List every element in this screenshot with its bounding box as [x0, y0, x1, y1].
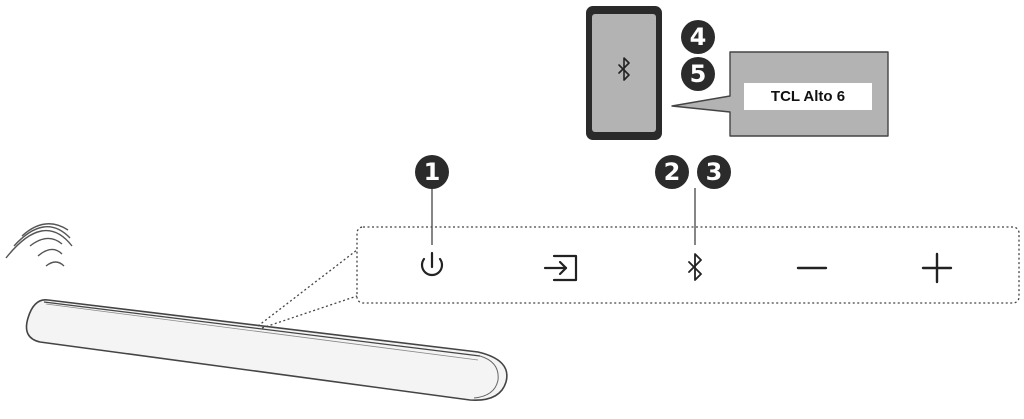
phone — [586, 6, 662, 140]
phone-bluetooth-icon — [618, 57, 630, 81]
callout-badge-bluetooth-b: 3 — [697, 155, 731, 189]
bluetooth-icon[interactable] — [688, 253, 702, 281]
volume-up-icon[interactable] — [921, 252, 953, 284]
callout-badge-bluetooth-a: 2 — [655, 155, 689, 189]
source-input-icon[interactable] — [543, 254, 578, 282]
soundbar — [25, 299, 508, 401]
zoom-callout-lines — [257, 249, 358, 329]
device-list-entry[interactable]: TCL Alto 6 — [744, 83, 872, 110]
control-panel-zoom — [356, 226, 1020, 304]
callout-badge-power: 1 — [415, 155, 449, 189]
callout-badge-phone-a: 4 — [681, 20, 715, 54]
wireless-signal-icon — [5, 223, 73, 267]
power-icon[interactable] — [420, 251, 444, 277]
callout-badge-phone-b: 5 — [681, 57, 715, 91]
